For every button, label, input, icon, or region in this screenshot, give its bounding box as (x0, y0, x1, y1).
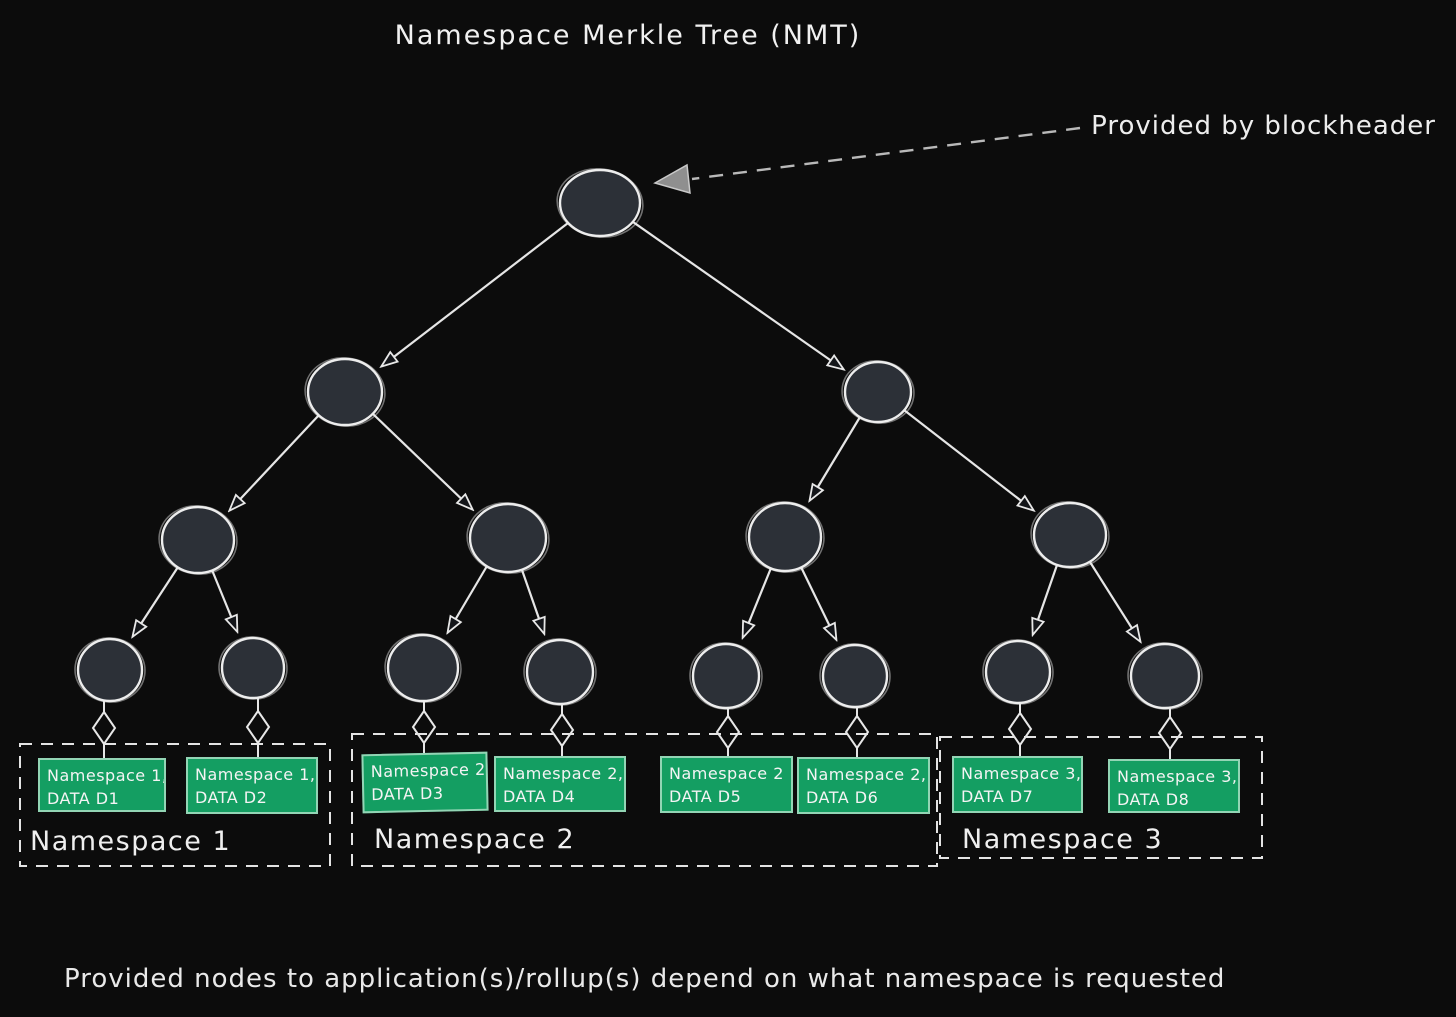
diamond-connector (549, 712, 575, 748)
group-box-namespace-2 (351, 733, 938, 867)
tree-edge (810, 416, 861, 500)
diamond-connector (844, 714, 870, 750)
diamond-connector (1157, 715, 1183, 751)
data-box-data: DATA D8 (1117, 790, 1190, 810)
diamond-connector (411, 709, 437, 745)
data-box-data: DATA D2 (195, 788, 268, 808)
diamond-connector (245, 709, 271, 745)
tree-edge (448, 565, 488, 632)
blockheader-note: Provided by blockheader (1091, 111, 1436, 141)
group-box-namespace-1 (19, 743, 331, 867)
data-box-namespace: Namespace 2, (806, 765, 927, 784)
tree-edge (743, 567, 773, 637)
leaf-node (819, 643, 891, 709)
diagram-title: Namespace Merkle Tree (NMT) (394, 20, 862, 51)
data-box-data: DATA D7 (961, 787, 1034, 807)
internal-node (304, 357, 386, 427)
diamond-connector (715, 714, 741, 750)
diamond-connector (91, 710, 117, 746)
tree-edge (133, 566, 179, 636)
tree-edge (903, 409, 1033, 510)
data-box-d8: Namespace 3, DATA D8 (1108, 759, 1240, 813)
leaf-node (982, 639, 1054, 705)
internal-node (745, 501, 825, 573)
blockheader-arrowhead (653, 163, 691, 195)
root-node (556, 168, 644, 238)
tree-edge (230, 414, 320, 510)
tree-edge (1033, 564, 1059, 634)
data-box-d3: Namespace 2, DATA D3 (361, 751, 489, 814)
data-box-d6: Namespace 2, DATA D6 (797, 757, 930, 814)
data-box-data: DATA D6 (806, 788, 879, 808)
namespace-label-1: Namespace 1 (30, 826, 232, 857)
leaf-node (74, 637, 146, 703)
leaf-node (1127, 642, 1203, 710)
data-box-d7: Namespace 3, DATA D7 (952, 756, 1083, 813)
data-box-d5: Namespace 2 DATA D5 (660, 756, 793, 813)
data-box-namespace: Namespace 1, (195, 765, 316, 784)
internal-node (466, 502, 550, 574)
data-box-d1: Namespace 1, DATA D1 (38, 758, 166, 812)
tree-edge (800, 566, 836, 639)
data-box-d4: Namespace 2, DATA D4 (494, 756, 626, 812)
group-box-namespace-3 (939, 736, 1263, 859)
namespace-label-2: Namespace 2 (374, 824, 576, 855)
tree-edges (133, 221, 1140, 641)
tree-nodes (74, 168, 1203, 710)
data-box-namespace: Namespace 2, (370, 759, 489, 782)
namespace-label-3: Namespace 3 (962, 824, 1164, 855)
namespace-group-rects (19, 733, 1263, 867)
internal-node (158, 505, 238, 575)
data-box-namespace: Namespace 2, (503, 764, 624, 783)
internal-node (841, 360, 915, 424)
tree-edge (372, 413, 472, 509)
leaf-node (384, 633, 462, 703)
data-box-data: DATA D5 (669, 787, 742, 807)
tree-edge (382, 222, 569, 366)
data-box-d2: Namespace 1, DATA D2 (186, 757, 318, 814)
leaf-node (218, 636, 288, 700)
data-box-data: DATA D4 (503, 787, 576, 807)
leaf-node (523, 638, 597, 706)
data-box-data: DATA D1 (47, 789, 120, 809)
blockheader-arrow (653, 126, 1081, 195)
leaf-connectors (91, 696, 1183, 761)
data-box-namespace: Namespace 3, (961, 764, 1082, 783)
data-box-namespace: Namespace 2 (669, 764, 784, 783)
data-box-namespace: Namespace 3, (1117, 767, 1238, 786)
data-box-namespace: Namespace 1, (47, 766, 166, 785)
tree-edge (520, 569, 544, 633)
internal-node (1030, 501, 1110, 569)
footer-note: Provided nodes to application(s)/rollup(… (64, 964, 1226, 994)
diamond-connector (1007, 711, 1033, 747)
tree-edge (632, 221, 843, 369)
leaf-node (689, 642, 763, 710)
tree-edge (210, 569, 237, 631)
tree-edge (1089, 561, 1140, 641)
data-box-data: DATA D3 (371, 783, 444, 805)
